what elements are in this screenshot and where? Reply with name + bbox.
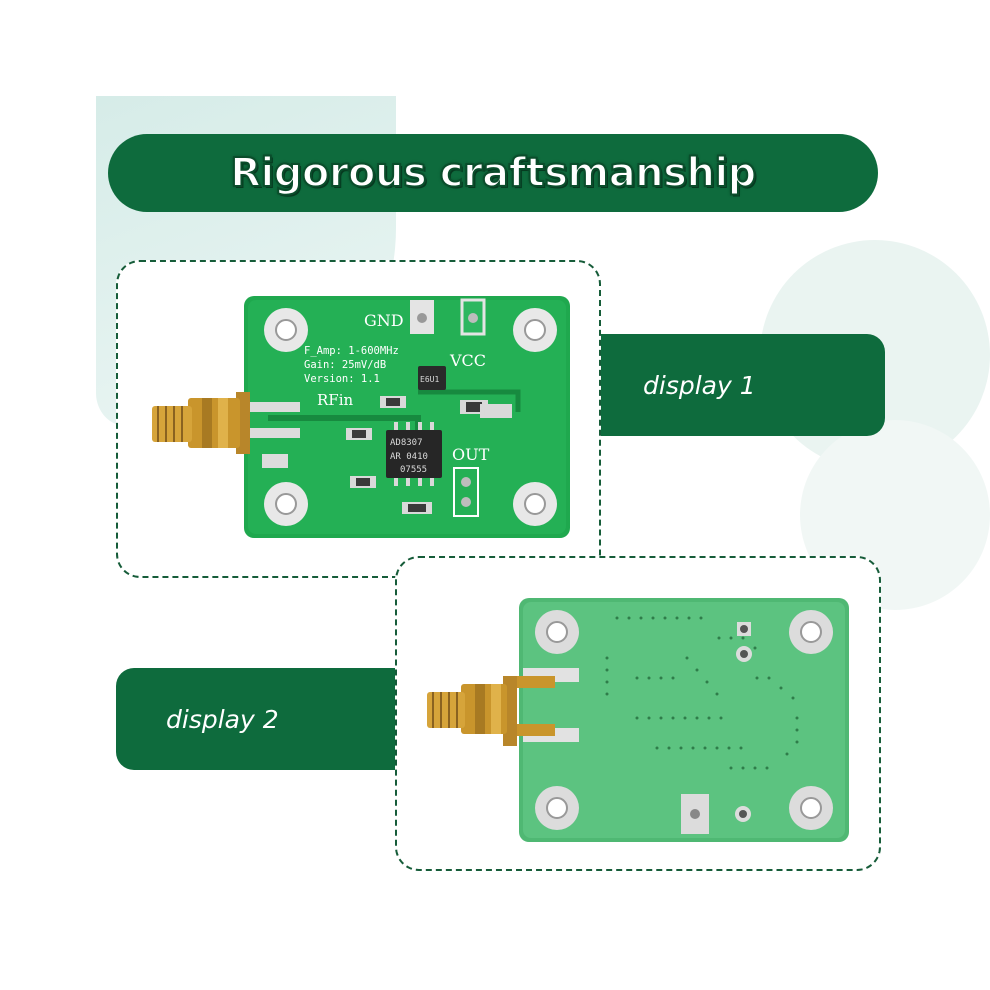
- back-mounting-holes: [535, 610, 833, 830]
- display-2-label-text: display 2: [166, 704, 279, 734]
- display-2-frame: [395, 556, 881, 871]
- via-dots: [605, 616, 799, 770]
- spec-line-2: Gain: 25mV/dB: [304, 359, 386, 371]
- pcb-back-image: [427, 598, 849, 842]
- display-1-label: display 1: [585, 334, 885, 436]
- page-title: Rigorous craftsmanship: [229, 149, 757, 197]
- pcb-front-image: GND VCC F_Amp: 1-600MHz Gain: 25mV/dB Ve…: [152, 296, 570, 538]
- title-banner: Rigorous craftsmanship: [108, 134, 878, 212]
- spec-line-3: Version: 1.1: [304, 373, 380, 385]
- back-sma-connector-icon: [427, 668, 579, 746]
- chip-line-2: AR 0410: [390, 452, 428, 462]
- vcc-label: VCC: [449, 351, 486, 370]
- cap-marking: E01: [484, 409, 497, 417]
- display-1-label-text: display 1: [643, 370, 756, 400]
- out-label: OUT: [452, 445, 490, 464]
- spec-line-1: F_Amp: 1-600MHz: [304, 345, 399, 357]
- mounting-holes: [264, 308, 557, 526]
- regulator-marking: E6U1: [420, 375, 439, 384]
- display-1-frame: GND VCC F_Amp: 1-600MHz Gain: 25mV/dB Ve…: [116, 260, 601, 578]
- gnd-label: GND: [364, 311, 404, 330]
- chip-line-1: AD8307: [390, 438, 423, 448]
- chip-line-3: 07555: [400, 465, 427, 475]
- display-2-label: display 2: [116, 668, 416, 770]
- rfin-label: RFin: [317, 391, 353, 409]
- ic-chip: AD8307 AR 0410 07555: [386, 422, 442, 486]
- sma-connector-icon: [152, 392, 300, 468]
